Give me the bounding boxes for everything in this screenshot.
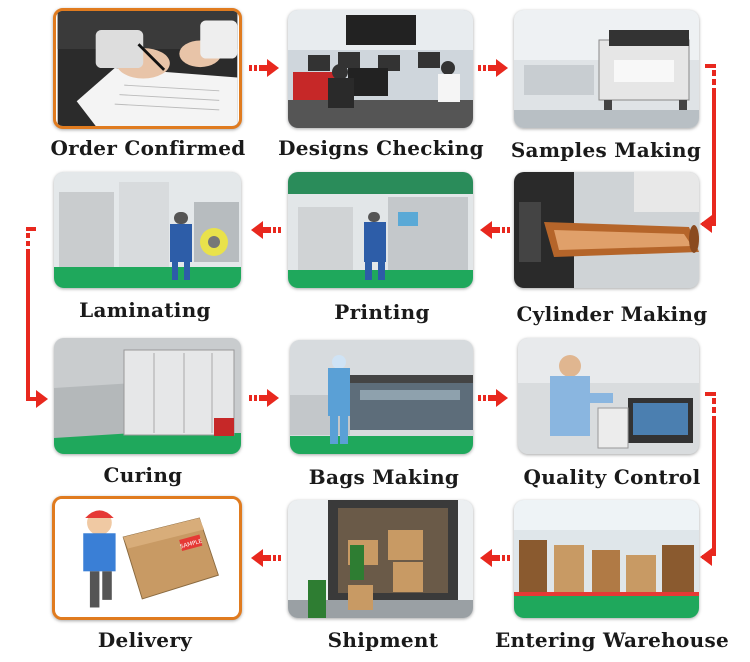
step-label: Shipment — [327, 628, 439, 652]
copper-cylinder-icon — [514, 172, 699, 288]
truck-loading-icon — [288, 500, 473, 618]
step-label: Designs Checking — [278, 136, 484, 160]
step-label: Bags Making — [308, 465, 460, 489]
step-label: Order Confirmed — [50, 136, 246, 160]
step-label: Cylinder Making — [516, 302, 708, 326]
arrow-right-icon — [249, 389, 279, 407]
designs-checking-photo — [288, 10, 473, 128]
curing-room-icon — [54, 338, 241, 454]
bag-making-machine-icon — [290, 340, 473, 454]
sample-printer-icon — [514, 10, 699, 128]
arrow-left-icon — [251, 549, 281, 567]
quality-control-photo — [518, 338, 699, 454]
arrow-right-icon — [249, 59, 279, 77]
printing-photo — [288, 172, 473, 288]
connector-right-2 — [700, 392, 716, 566]
signing-document-icon — [57, 11, 238, 126]
arrow-left-icon — [480, 549, 510, 567]
connector-right-1 — [700, 64, 716, 233]
step-label: Curing — [103, 463, 183, 487]
samples-making-photo — [514, 10, 699, 128]
order-confirmed-photo — [53, 8, 242, 129]
step-label: Delivery — [97, 628, 193, 652]
warehouse-icon — [514, 500, 699, 618]
step-label: Quality Control — [523, 465, 701, 489]
courier-with-box-icon: SAMPLE — [56, 499, 238, 617]
entering-warehouse-photo — [514, 500, 699, 618]
step-label: Printing — [334, 300, 430, 324]
box-sticker-text: SAMPLE — [180, 539, 204, 551]
connector-left-1 — [26, 227, 48, 408]
quality-lab-icon — [518, 338, 699, 454]
arrow-right-icon — [478, 59, 508, 77]
bags-making-photo — [290, 340, 473, 454]
arrow-left-icon — [480, 221, 510, 239]
step-label: Samples Making — [510, 138, 702, 162]
shipment-photo — [288, 500, 473, 618]
delivery-photo: SAMPLE — [52, 496, 242, 620]
cylinder-making-photo — [514, 172, 699, 288]
laminating-machine-icon — [54, 172, 241, 288]
arrow-right-icon — [478, 389, 508, 407]
design-office-icon — [288, 10, 473, 128]
step-label: Laminating — [79, 298, 211, 322]
printing-machine-icon — [288, 172, 473, 288]
step-label: Entering Warehouse — [494, 628, 730, 652]
arrow-left-icon — [251, 221, 281, 239]
laminating-photo — [54, 172, 241, 288]
curing-photo — [54, 338, 241, 454]
